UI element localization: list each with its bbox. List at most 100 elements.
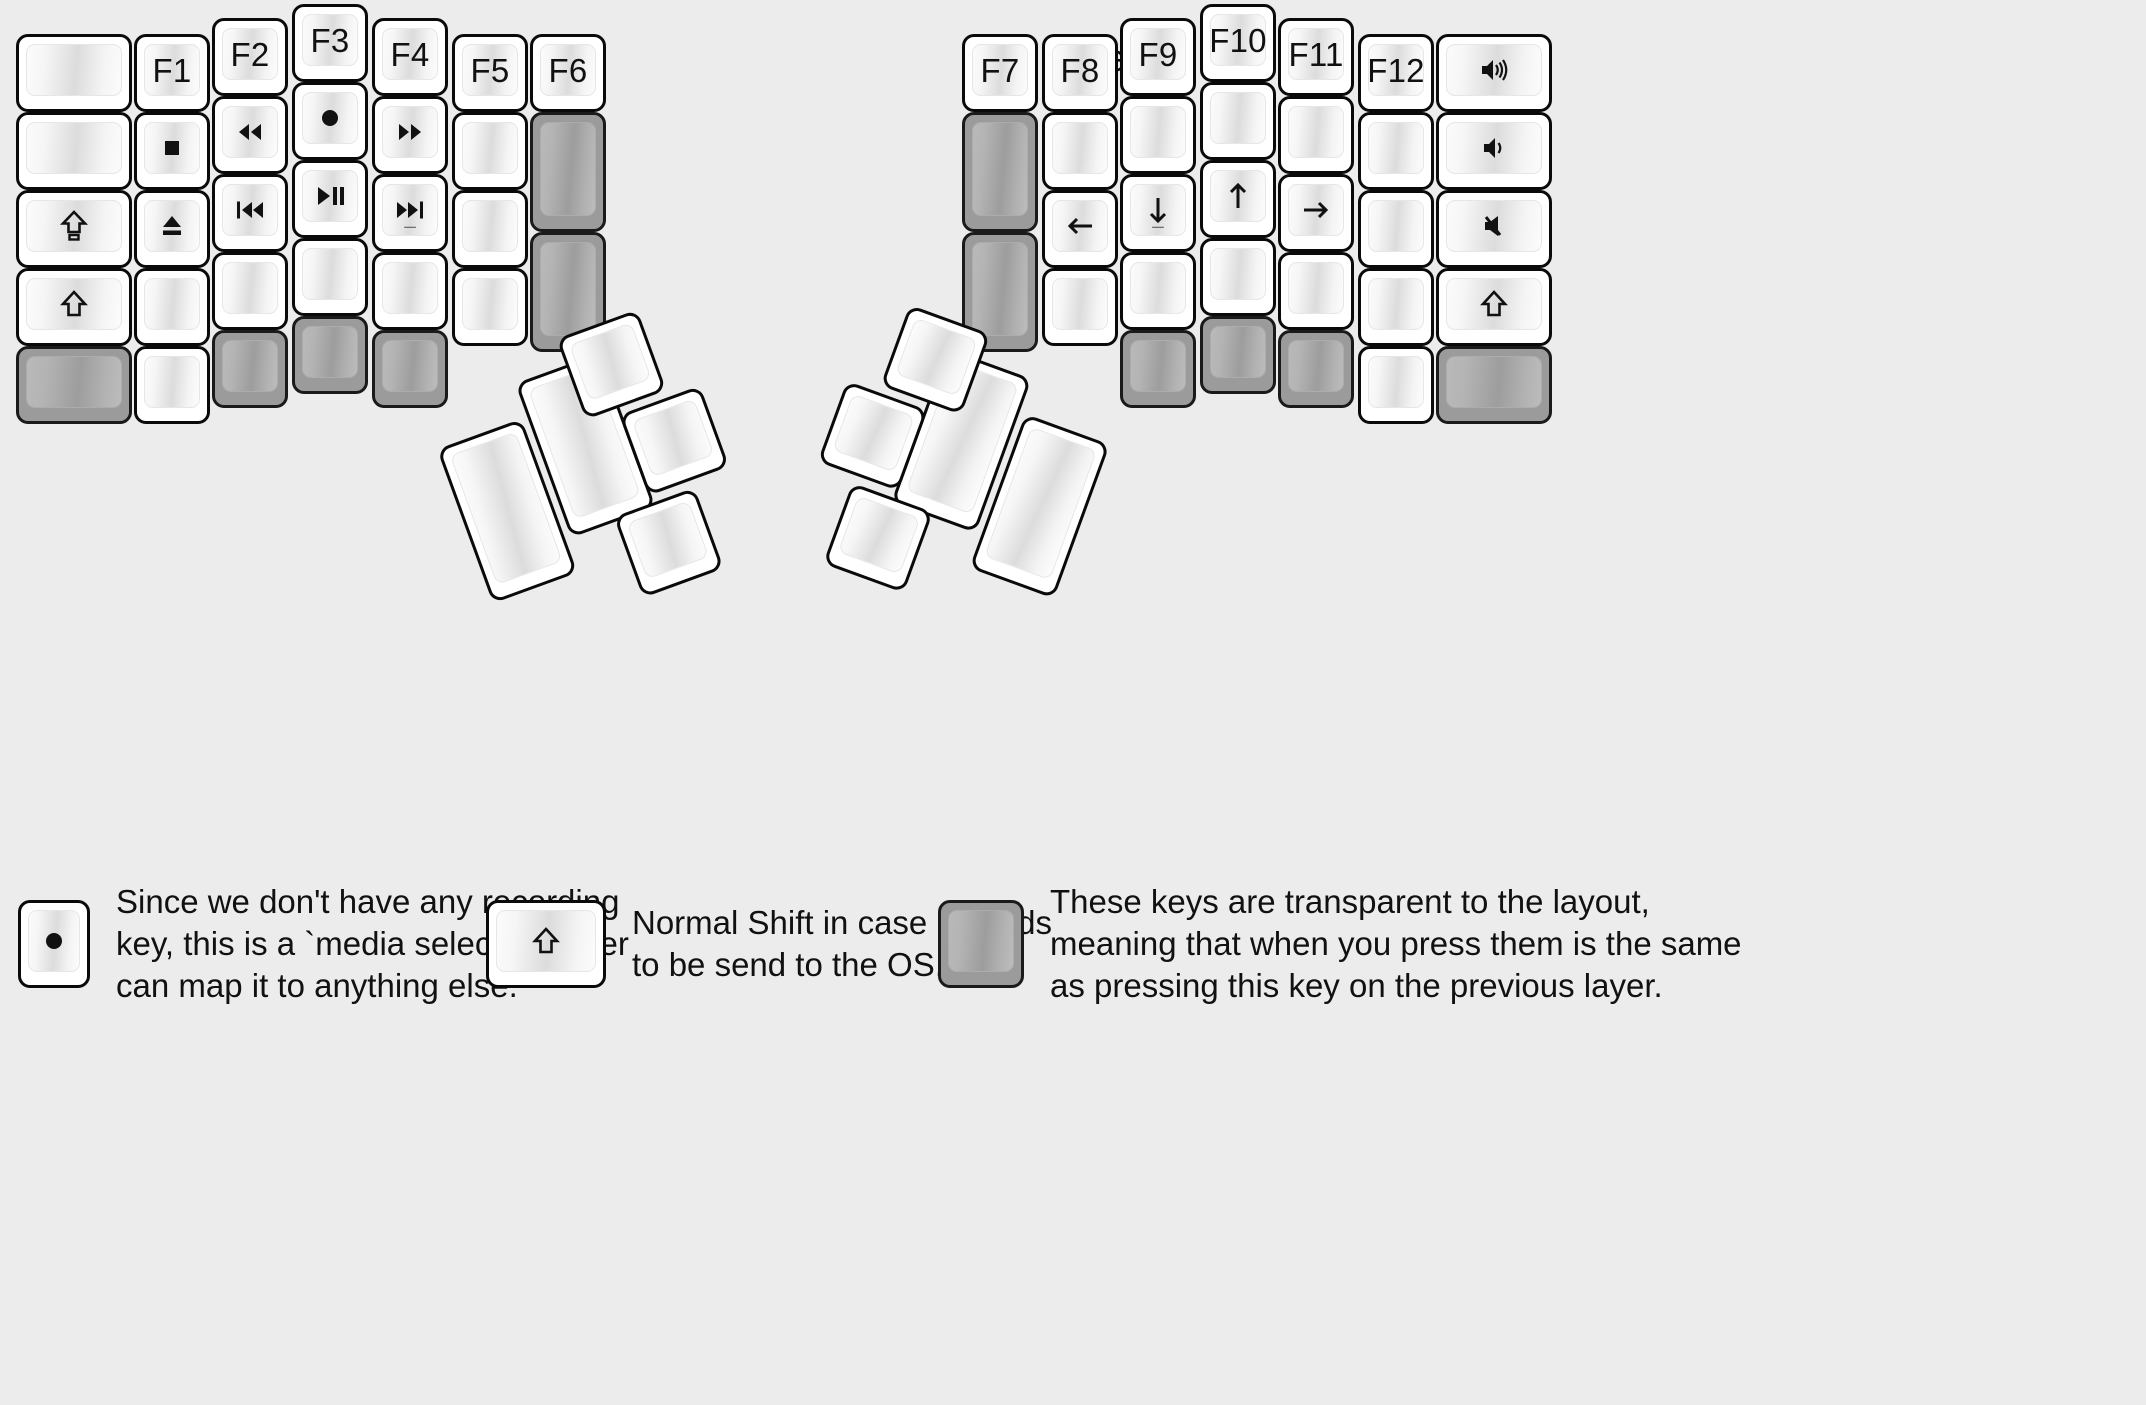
key-left-index-5[interactable] <box>372 330 448 408</box>
key-left-pinky-2[interactable] <box>134 112 210 190</box>
keycap-surface <box>895 317 978 397</box>
next-track-icon <box>392 192 428 228</box>
key-left-index-inner-2[interactable] <box>452 112 528 190</box>
key-right-extra-inner-2[interactable] <box>962 112 1038 233</box>
key-right-index-inner-1[interactable]: F8 <box>1042 34 1118 112</box>
keycap-surface <box>222 340 278 392</box>
key-left-pinky-outer-3[interactable] <box>16 190 132 268</box>
arrow-up-icon <box>1220 178 1256 214</box>
key-left-pinky-1[interactable]: F1 <box>134 34 210 112</box>
legend-sample-key <box>486 900 606 988</box>
key-left-extra-inner-2[interactable] <box>530 112 606 233</box>
key-right-middle-2[interactable] <box>1200 82 1276 160</box>
fast-forward-icon <box>392 114 428 150</box>
key-right-index-inner-2[interactable] <box>1042 112 1118 190</box>
key-right-pinky-outer-4[interactable] <box>1436 268 1552 346</box>
key-right-pinky-4[interactable] <box>1358 268 1434 346</box>
key-right-pinky-outer-1[interactable] <box>1436 34 1552 112</box>
keycap-surface <box>26 200 122 252</box>
keycap-surface: F1 <box>144 44 200 96</box>
key-right-middle-3[interactable] <box>1200 160 1276 238</box>
stop-icon <box>154 130 190 166</box>
keycap-surface <box>222 184 278 236</box>
key-left-index-inner-4[interactable] <box>452 268 528 346</box>
keycap-surface <box>1130 106 1186 158</box>
key-left-index-inner-3[interactable] <box>452 190 528 268</box>
key-label: F2 <box>230 35 270 73</box>
key-right-index-1[interactable]: F9 <box>1120 18 1196 96</box>
shift-icon <box>56 286 92 322</box>
key-right-middle-5[interactable] <box>1200 316 1276 394</box>
key-right-index-3[interactable]: _ <box>1120 174 1196 252</box>
volume-mute-icon <box>1476 208 1512 244</box>
key-right-ring-2[interactable] <box>1278 96 1354 174</box>
key-left-index-1[interactable]: F4 <box>372 18 448 96</box>
key-left-pinky-outer-5[interactable] <box>16 346 132 424</box>
keycap-surface: F4 <box>382 28 438 80</box>
key-right-pinky-outer-2[interactable] <box>1436 112 1552 190</box>
record-icon <box>312 100 348 136</box>
key-label: F7 <box>980 51 1020 89</box>
key-left-middle-2[interactable] <box>292 82 368 160</box>
key-label: F1 <box>152 51 192 89</box>
key-left-ring-4[interactable] <box>212 252 288 330</box>
arrow-right-icon <box>1298 192 1334 228</box>
key-right-index-2[interactable] <box>1120 96 1196 174</box>
keycap-surface <box>1130 340 1186 392</box>
key-left-ring-5[interactable] <box>212 330 288 408</box>
shift-icon <box>528 923 564 959</box>
key-right-index-5[interactable] <box>1120 330 1196 408</box>
key-right-ring-1[interactable]: F11 <box>1278 18 1354 96</box>
key-right-ring-3[interactable] <box>1278 174 1354 252</box>
key-right-index-inner-4[interactable] <box>1042 268 1118 346</box>
key-left-extra-inner-1[interactable]: F6 <box>530 34 606 112</box>
key-left-middle-5[interactable] <box>292 316 368 394</box>
keycap-surface <box>462 122 518 174</box>
key-left-middle-1[interactable]: F3 <box>292 4 368 82</box>
key-left-pinky-outer-1[interactable] <box>16 34 132 112</box>
key-left-pinky-3[interactable] <box>134 190 210 268</box>
legend-text: These keys are transparent to the layout… <box>1050 882 1742 1005</box>
key-left-index-inner-1[interactable]: F5 <box>452 34 528 112</box>
key-left-pinky-outer-2[interactable] <box>16 112 132 190</box>
key-right-pinky-1[interactable]: F12 <box>1358 34 1434 112</box>
key-right-ring-4[interactable] <box>1278 252 1354 330</box>
key-right-middle-4[interactable] <box>1200 238 1276 316</box>
record-icon <box>36 923 72 959</box>
key-right-pinky-outer-5[interactable] <box>1436 346 1552 424</box>
key-left-middle-3[interactable] <box>292 160 368 238</box>
key-right-index-inner-3[interactable] <box>1042 190 1118 268</box>
eject-icon <box>154 208 190 244</box>
key-right-pinky-3[interactable] <box>1358 190 1434 268</box>
keycap-surface <box>837 495 921 575</box>
key-left-middle-4[interactable] <box>292 238 368 316</box>
transparent-key-note: These keys are transparent to the layout… <box>938 862 1742 1026</box>
key-right-middle-1[interactable]: F10 <box>1200 4 1276 82</box>
keycap-surface <box>1210 326 1266 378</box>
keycap-surface <box>1210 92 1266 144</box>
key-left-ring-2[interactable] <box>212 96 288 174</box>
keycap-surface: F7 <box>972 44 1028 96</box>
key-left-index-3[interactable]: _ <box>372 174 448 252</box>
key-left-ring-1[interactable]: F2 <box>212 18 288 96</box>
key-right-pinky-2[interactable] <box>1358 112 1434 190</box>
key-right-pinky-5[interactable] <box>1358 346 1434 424</box>
key-left-ring-3[interactable] <box>212 174 288 252</box>
key-left-pinky-4[interactable] <box>134 268 210 346</box>
keycap-surface <box>382 262 438 314</box>
key-right-ring-5[interactable] <box>1278 330 1354 408</box>
keycap-surface <box>144 278 200 330</box>
key-label: F5 <box>470 51 510 89</box>
key-left-index-4[interactable] <box>372 252 448 330</box>
keycap-surface <box>1446 122 1542 174</box>
keycap-surface <box>302 326 358 378</box>
key-left-pinky-5[interactable] <box>134 346 210 424</box>
key-right-pinky-outer-3[interactable] <box>1436 190 1552 268</box>
key-sublabel: _ <box>1152 207 1164 229</box>
key-left-pinky-outer-4[interactable] <box>16 268 132 346</box>
key-right-index-4[interactable] <box>1120 252 1196 330</box>
key-right-extra-inner-1[interactable]: F7 <box>962 34 1038 112</box>
key-left-index-2[interactable] <box>372 96 448 174</box>
keycap-surface <box>28 910 80 972</box>
volume-up-icon <box>1476 52 1512 88</box>
